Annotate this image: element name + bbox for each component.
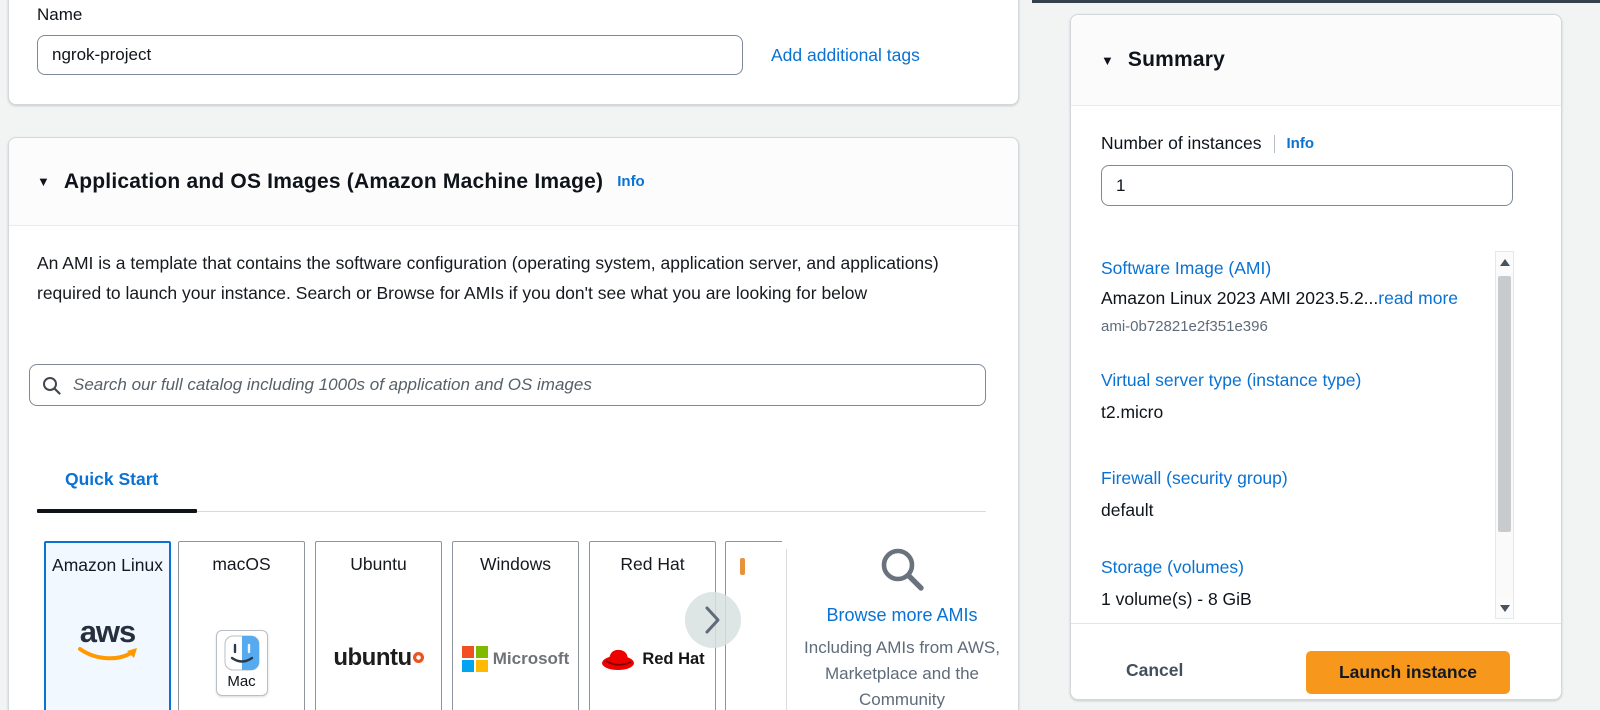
ubuntu-logo: ubuntu <box>316 644 441 672</box>
ami-card: ▼ Application and OS Images (Amazon Mach… <box>8 137 1019 710</box>
redhat-logo: Red Hat <box>590 646 715 672</box>
top-border-artifact <box>1032 0 1600 3</box>
os-card-label: Ubuntu <box>350 554 407 574</box>
os-card-windows[interactable]: Windows Microsoft <box>452 541 579 710</box>
number-of-instances-label: Number of instances <box>1101 133 1262 153</box>
os-card-amazon-linux[interactable]: Amazon Linux aws <box>44 541 171 710</box>
ami-search-input[interactable] <box>71 374 973 396</box>
instances-info-link[interactable]: Info <box>1286 135 1315 152</box>
summary-title: Summary <box>1127 48 1225 71</box>
os-card-carousel: Amazon Linux aws macOS <box>37 541 782 710</box>
partial-logo-fragment <box>740 558 745 575</box>
summary-scrollbar[interactable] <box>1495 251 1514 619</box>
mac-finder-icon: Mac <box>215 630 268 696</box>
summary-item-instance-type-value: t2.micro <box>1101 402 1164 422</box>
os-card-label: Windows <box>480 554 551 574</box>
os-card-label: Red Hat <box>620 554 685 574</box>
browse-more-amis-block: Browse more AMIs Including AMIs from AWS… <box>796 545 1008 710</box>
summary-item-software-image-value: Amazon Linux 2023 AMI 2023.5.2...read mo… <box>1101 288 1459 308</box>
name-card: Name Add additional tags <box>8 0 1019 105</box>
number-of-instances-row: Number of instances Info <box>1101 133 1314 154</box>
carousel-next-button[interactable] <box>685 592 741 648</box>
read-more-link[interactable]: read more <box>1378 288 1459 308</box>
summary-footer-divider <box>1071 623 1561 624</box>
aws-logo: aws <box>46 616 169 662</box>
browse-search-icon <box>881 548 924 591</box>
summary-item-software-image-label[interactable]: Software Image (AMI) <box>1101 258 1272 278</box>
carousel-browse-divider <box>786 549 787 710</box>
ami-info-link[interactable]: Info <box>617 173 645 190</box>
os-card-ubuntu[interactable]: Ubuntu ubuntu <box>315 541 442 710</box>
active-tab-underline <box>37 509 197 513</box>
browse-more-subtext: Including AMIs from AWS, Marketplace and… <box>804 638 1000 709</box>
scrollbar-down-button[interactable] <box>1496 598 1513 618</box>
chevron-right-icon <box>705 606 720 634</box>
ubuntu-circle-icon <box>412 651 424 663</box>
collapse-caret-icon[interactable]: ▼ <box>1101 52 1114 68</box>
mac-caption: Mac <box>227 673 256 690</box>
collapse-caret-icon[interactable]: ▼ <box>37 174 50 189</box>
microsoft-squares-icon <box>461 646 488 672</box>
summary-item-storage-label[interactable]: Storage (volumes) <box>1101 557 1244 577</box>
number-of-instances-input[interactable] <box>1101 165 1513 206</box>
name-label: Name <box>37 5 83 24</box>
tab-quick-start[interactable]: Quick Start <box>65 469 159 489</box>
summary-item-ami-id: ami-0b72821e2f351e396 <box>1101 318 1268 335</box>
add-additional-tags-link[interactable]: Add additional tags <box>771 45 920 65</box>
aws-smile-icon <box>77 647 137 661</box>
ami-section-title: Application and OS Images (Amazon Machin… <box>63 169 604 193</box>
os-card-macos[interactable]: macOS Mac <box>178 541 305 710</box>
ami-search-box[interactable] <box>29 364 986 406</box>
tabs-divider <box>37 511 986 512</box>
scrollbar-up-button[interactable] <box>1496 252 1513 272</box>
ami-description: An AMI is a template that contains the s… <box>37 253 939 303</box>
summary-header[interactable]: ▼ Summary <box>1071 15 1561 106</box>
ami-section-header[interactable]: ▼ Application and OS Images (Amazon Mach… <box>9 138 1018 226</box>
summary-item-storage-value: 1 volume(s) - 8 GiB <box>1101 589 1252 609</box>
summary-item-instance-type-label[interactable]: Virtual server type (instance type) <box>1101 370 1362 390</box>
name-input[interactable] <box>37 35 743 75</box>
scrollbar-thumb[interactable] <box>1498 276 1511 532</box>
cancel-button[interactable]: Cancel <box>1126 660 1184 680</box>
summary-panel: ▼ Summary Number of instances Info Softw… <box>1070 14 1562 700</box>
search-icon <box>43 376 61 395</box>
label-info-divider <box>1273 134 1275 153</box>
os-card-label: Amazon Linux <box>52 555 163 575</box>
triangle-down-icon <box>1499 604 1510 612</box>
triangle-up-icon <box>1499 258 1510 266</box>
os-card-label: macOS <box>212 554 271 574</box>
summary-item-firewall-value: default <box>1101 500 1154 520</box>
redhat-hat-icon <box>602 649 635 670</box>
browse-more-amis-link[interactable]: Browse more AMIs <box>826 605 978 625</box>
launch-instance-button[interactable]: Launch instance <box>1306 651 1510 694</box>
microsoft-logo: Microsoft <box>453 646 578 672</box>
summary-item-firewall-label[interactable]: Firewall (security group) <box>1101 468 1288 488</box>
